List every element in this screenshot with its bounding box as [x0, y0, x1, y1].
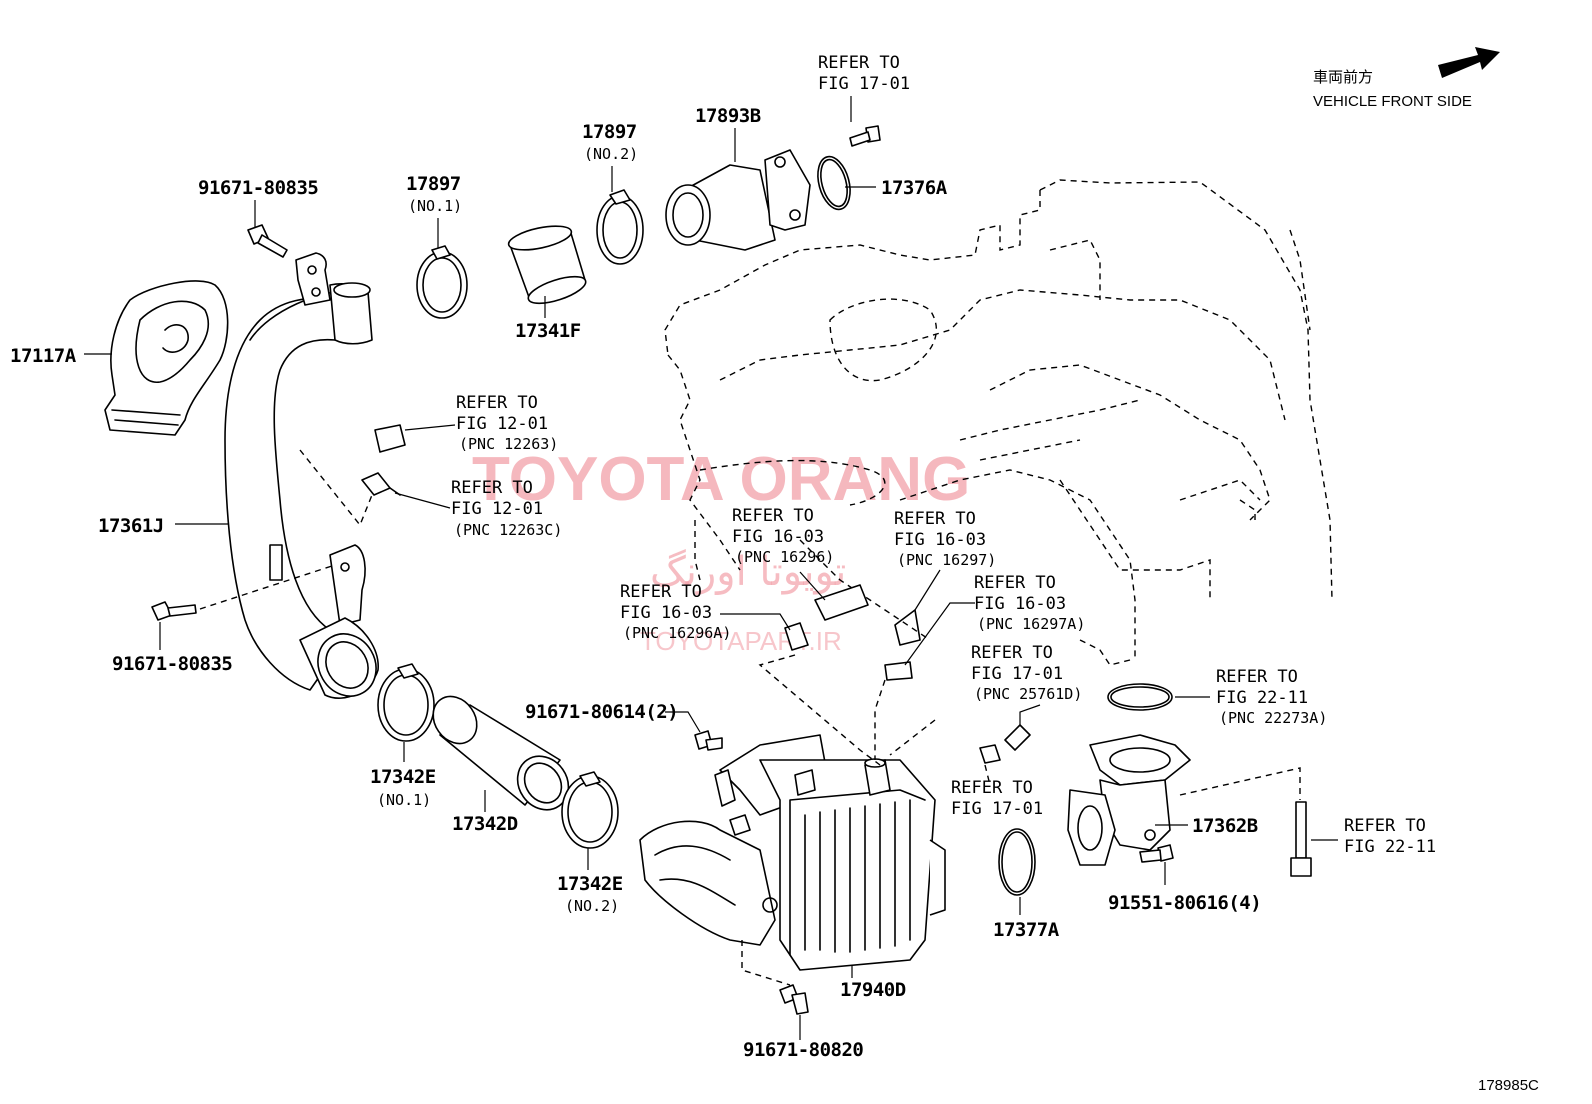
svg-text:FIG 16-03: FIG 16-03 [894, 530, 986, 550]
refer-1603-b: REFER TO FIG 16-03 (PNC 16297) [894, 509, 996, 569]
front-arrow-icon [1438, 47, 1500, 78]
gasket-ring-22273a [1107, 683, 1173, 711]
svg-text:FIG 12-01: FIG 12-01 [456, 414, 548, 434]
svg-text:FIG 22-11: FIG 22-11 [1216, 688, 1308, 708]
engine-outline [664, 179, 1333, 666]
svg-text:FIG 22-11: FIG 22-11 [1344, 837, 1436, 857]
bolt-91671-80820 [741, 940, 809, 1040]
refer-1701-c: REFER TO FIG 17-01 [951, 778, 1043, 819]
watermark-latin: TOYOTA ORANG [472, 445, 970, 514]
svg-text:REFER TO: REFER TO [974, 573, 1056, 593]
part-labels: 17117A 17361J 91671-80835 91671-80835 17… [10, 105, 1262, 1061]
part-17897-no1-clamp [416, 245, 468, 319]
label-17361j: 17361J [98, 515, 164, 537]
svg-text:FIG 17-01: FIG 17-01 [951, 799, 1043, 819]
label-17376a: 17376A [881, 177, 948, 199]
label-17897-no1: 17897 [406, 173, 461, 195]
label-17362b: 17362B [1192, 815, 1258, 837]
label-17377a: 17377A [993, 919, 1060, 941]
label-17342d: 17342D [452, 813, 518, 835]
label-91671-80835-top: 91671-80835 [198, 177, 318, 199]
svg-text:REFER TO: REFER TO [894, 509, 976, 529]
svg-text:FIG 16-03: FIG 16-03 [620, 603, 712, 623]
svg-text:(PNC 22273A): (PNC 22273A) [1219, 709, 1327, 727]
svg-text:REFER TO: REFER TO [732, 506, 814, 526]
svg-text:(PNC 25761D): (PNC 25761D) [974, 685, 1082, 703]
label-17342e-no2-sub: (NO.2) [565, 897, 619, 915]
label-17893b: 17893B [695, 105, 761, 127]
label-17897-no1-sub: (NO.1) [408, 197, 462, 215]
bolt-refer-1701-top [849, 125, 881, 147]
part-17897-no2-clamp [596, 189, 644, 265]
svg-text:REFER TO: REFER TO [620, 582, 702, 602]
label-17342e-no1-sub: (NO.1) [377, 791, 431, 809]
label-91671-80835-bottom: 91671-80835 [112, 653, 232, 675]
svg-text:REFER TO: REFER TO [1344, 816, 1426, 836]
svg-text:FIG 12-01: FIG 12-01 [451, 499, 543, 519]
part-17342e-no1-clamp [377, 663, 435, 742]
bolt-91671-80835-top [247, 224, 288, 258]
label-91551-80616: 91551-80616(4) [1108, 892, 1261, 914]
part-17361j-pipe [224, 252, 379, 699]
part-17342d-hose [432, 695, 570, 811]
label-17342e-no1: 17342E [370, 766, 436, 788]
svg-text:(PNC 12263C): (PNC 12263C) [454, 521, 562, 539]
part-17342e-no2-clamp [561, 771, 619, 849]
svg-text:REFER TO: REFER TO [818, 53, 900, 73]
bolt-91551-80616 [1139, 844, 1174, 885]
bolt-91671-80614 [665, 711, 723, 751]
label-91671-80614: 91671-80614(2) [525, 701, 678, 723]
svg-text:REFER TO: REFER TO [1216, 667, 1298, 687]
refer-1701-top: REFER TO FIG 17-01 [818, 53, 910, 94]
front-label-en: VEHICLE FRONT SIDE [1313, 93, 1472, 110]
label-17342e-no2: 17342E [557, 873, 623, 895]
refer-1701-b: REFER TO FIG 17-01 (PNC 25761D) [971, 643, 1082, 703]
bolt-91671-80835-bottom [151, 564, 336, 621]
svg-text:FIG 16-03: FIG 16-03 [732, 527, 824, 547]
part-17341f-hose [507, 225, 587, 305]
watermark-site: TOYOTAPART.IR [640, 626, 842, 656]
part-17117a-cover [104, 280, 229, 436]
bolt-refer-2211 [1290, 801, 1338, 877]
svg-text:REFER TO: REFER TO [451, 478, 533, 498]
svg-text:REFER TO: REFER TO [951, 778, 1033, 798]
figure-code: 178985C [1478, 1077, 1539, 1094]
part-17362b-connector [1067, 734, 1301, 866]
svg-text:(PNC 16297A): (PNC 16297A) [977, 615, 1085, 633]
vehicle-front-indicator: 車両前方 VEHICLE FRONT SIDE [1313, 47, 1500, 110]
label-91671-80820: 91671-80820 [743, 1039, 863, 1061]
svg-text:FIG 16-03: FIG 16-03 [974, 594, 1066, 614]
svg-text:REFER TO: REFER TO [456, 393, 538, 413]
part-17376a-oring [817, 155, 851, 211]
leader-lines [84, 96, 1210, 978]
label-17897-no2-sub: (NO.2) [584, 145, 638, 163]
refer-1201-b: REFER TO FIG 12-01 (PNC 12263C) [451, 478, 562, 539]
label-17117a: 17117A [10, 345, 77, 367]
watermark: TOYOTA ORANG تویوتا اورنگ TOYOTAPART.IR [472, 445, 970, 656]
refer-labels: REFER TO FIG 17-01 REFER TO FIG 12-01 (P… [451, 53, 1436, 857]
label-17897-no2: 17897 [582, 121, 637, 143]
refer-2211-b: REFER TO FIG 22-11 [1344, 816, 1436, 857]
label-17341f: 17341F [515, 320, 581, 342]
refer-1603-d: REFER TO FIG 16-03 (PNC 16297A) [974, 573, 1085, 633]
svg-text:(PNC 12263): (PNC 12263) [459, 435, 558, 453]
svg-text:(PNC 16297): (PNC 16297) [897, 551, 996, 569]
svg-text:(PNC 16296A): (PNC 16296A) [623, 624, 731, 642]
label-17940d: 17940D [840, 979, 906, 1001]
svg-text:REFER TO: REFER TO [971, 643, 1053, 663]
part-17377a-oring [998, 828, 1036, 896]
part-17940d-intercooler [639, 734, 946, 971]
refer-1603-a: REFER TO FIG 16-03 (PNC 16296) [732, 506, 834, 566]
hose-fittings [299, 424, 1031, 786]
svg-text:FIG 17-01: FIG 17-01 [818, 74, 910, 94]
refer-1201-a: REFER TO FIG 12-01 (PNC 12263) [456, 393, 558, 453]
refer-1603-c: REFER TO FIG 16-03 (PNC 16296A) [620, 582, 731, 642]
refer-2211-a: REFER TO FIG 22-11 (PNC 22273A) [1216, 667, 1327, 727]
svg-text:(PNC 16296): (PNC 16296) [735, 548, 834, 566]
part-17893b-outlet [665, 149, 811, 251]
svg-text:FIG 17-01: FIG 17-01 [971, 664, 1063, 684]
front-label-jp: 車両前方 [1313, 69, 1373, 86]
